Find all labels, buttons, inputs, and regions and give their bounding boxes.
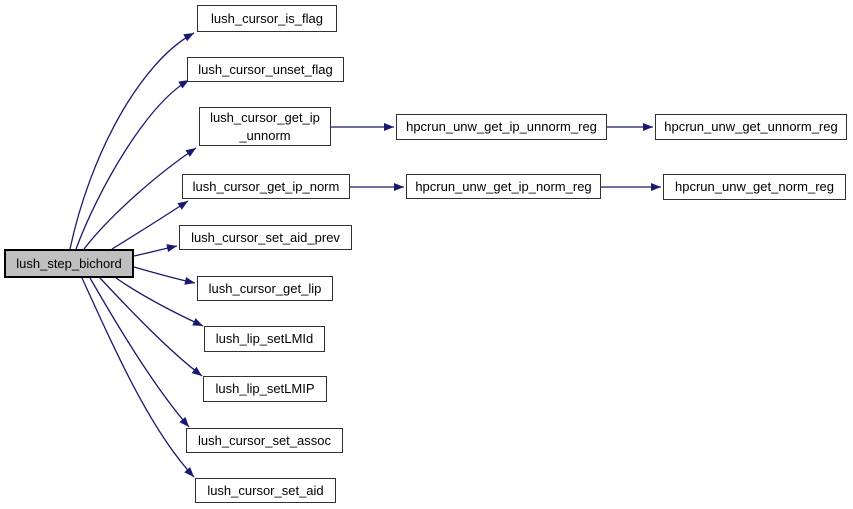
node-lush-cursor-get-lip[interactable]: lush_cursor_get_lip: [197, 276, 333, 301]
node-label: lush_cursor_get_ip _unnorm: [210, 109, 320, 144]
edge-lush-step-bichord-to-lush-cursor-set-aid: [81, 277, 195, 478]
node-label: hpcrun_unw_get_ip_norm_reg: [415, 178, 592, 194]
node-label-line-1: lush_cursor_get_ip: [210, 109, 320, 125]
edge-lush-step-bichord-to-lush-lip-setlmip: [99, 277, 203, 377]
node-hpcrun-unw-get-ip-norm-reg[interactable]: hpcrun_unw_get_ip_norm_reg: [406, 174, 601, 199]
node-label: lush_step_bichord: [16, 255, 122, 271]
node-label: hpcrun_unw_get_unnorm_reg: [664, 119, 838, 135]
node-lush-cursor-set-aid-prev[interactable]: lush_cursor_set_aid_prev: [179, 225, 352, 250]
node-label: hpcrun_unw_get_norm_reg: [675, 179, 834, 195]
edge-lush-step-bichord-to-lush-cursor-set-aid-prev: [133, 244, 178, 257]
node-label: lush_cursor_set_aid: [207, 482, 324, 498]
node-lush-step-bichord[interactable]: lush_step_bichord: [4, 249, 134, 278]
node-lush-cursor-is-flag[interactable]: lush_cursor_is_flag: [197, 5, 337, 32]
node-lush-cursor-unset-flag[interactable]: lush_cursor_unset_flag: [187, 57, 344, 82]
node-hpcrun-unw-get-ip-unnorm-reg[interactable]: hpcrun_unw_get_ip_unnorm_reg: [396, 114, 607, 140]
node-label: lush_lip_setLMId: [215, 331, 314, 347]
node-label: lush_lip_setLMIP: [215, 381, 315, 397]
edge-lush-step-bichord-to-lush-cursor-is-flag: [69, 32, 195, 250]
node-label: hpcrun_unw_get_ip_unnorm_reg: [406, 119, 597, 135]
node-hpcrun-unw-get-norm-reg[interactable]: hpcrun_unw_get_norm_reg: [663, 174, 846, 200]
node-lush-lip-setlmip[interactable]: lush_lip_setLMIP: [203, 376, 327, 402]
edge-lush-step-bichord-to-lush-cursor-get-lip: [133, 266, 196, 285]
node-label: lush_cursor_get_ip_norm: [192, 178, 340, 194]
node-hpcrun-unw-get-unnorm-reg[interactable]: hpcrun_unw_get_unnorm_reg: [655, 114, 847, 140]
edge-lush-step-bichord-to-lush-cursor-get-ip-norm: [111, 200, 189, 250]
node-label: lush_cursor_unset_flag: [198, 61, 333, 77]
node-lush-cursor-get-ip-unnorm[interactable]: lush_cursor_get_ip _unnorm: [199, 107, 331, 146]
node-label: lush_cursor_set_assoc: [198, 432, 331, 448]
node-label: lush_cursor_set_aid_prev: [191, 229, 340, 245]
node-lush-cursor-set-aid[interactable]: lush_cursor_set_aid: [195, 478, 336, 503]
node-lush-lip-setlmid[interactable]: lush_lip_setLMId: [204, 326, 325, 352]
edge-lush-step-bichord-to-lush-cursor-get-ip-unnorm: [83, 147, 197, 250]
node-lush-cursor-set-assoc[interactable]: lush_cursor_set_assoc: [186, 428, 343, 453]
node-label: lush_cursor_is_flag: [210, 10, 323, 26]
node-lush-cursor-get-ip-norm[interactable]: lush_cursor_get_ip_norm: [182, 174, 350, 199]
edge-lush-step-bichord-to-lush-cursor-unset-flag: [75, 79, 190, 250]
node-label: lush_cursor_get_lip: [208, 280, 322, 296]
edge-lush-step-bichord-to-lush-cursor-set-assoc: [89, 277, 190, 428]
edge-lush-step-bichord-to-lush-lip-setlmid: [115, 277, 204, 327]
node-label-line-2: _unnorm: [239, 127, 291, 143]
